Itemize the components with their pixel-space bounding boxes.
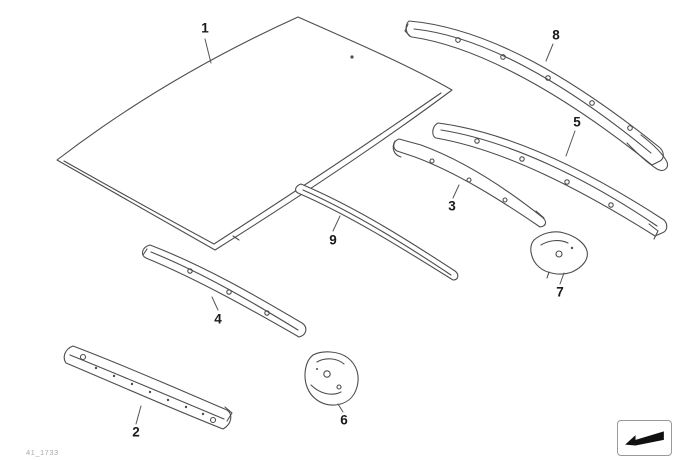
- direction-of-travel-arrow-icon: [625, 431, 664, 446]
- part-bracket-left[interactable]: [304, 351, 359, 406]
- part-front-frame-rail[interactable]: [141, 244, 307, 338]
- callout-6[interactable]: 6: [340, 412, 348, 428]
- leader-lines: [135, 38, 576, 425]
- callout-8[interactable]: 8: [552, 27, 560, 43]
- callout-4[interactable]: 4: [214, 311, 222, 327]
- part-roof-strip[interactable]: [295, 183, 459, 281]
- part-upper-frame-rail[interactable]: [404, 20, 668, 171]
- callout-2[interactable]: 2: [132, 424, 140, 440]
- part-bracket-right[interactable]: [530, 231, 588, 279]
- part-rear-frame-rail[interactable]: [432, 122, 668, 240]
- callout-7[interactable]: 7: [556, 284, 564, 300]
- callout-5[interactable]: 5: [573, 114, 581, 130]
- part-front-header-panel[interactable]: [63, 345, 233, 430]
- callout-3[interactable]: 3: [448, 198, 456, 214]
- part-roof-bow[interactable]: [392, 138, 547, 228]
- callout-1[interactable]: 1: [201, 20, 209, 36]
- part-roof-panel[interactable]: [56, 16, 453, 251]
- diagram-code: 41_1733: [26, 448, 59, 457]
- direction-arrow-box[interactable]: [617, 420, 672, 456]
- callout-9[interactable]: 9: [329, 232, 337, 248]
